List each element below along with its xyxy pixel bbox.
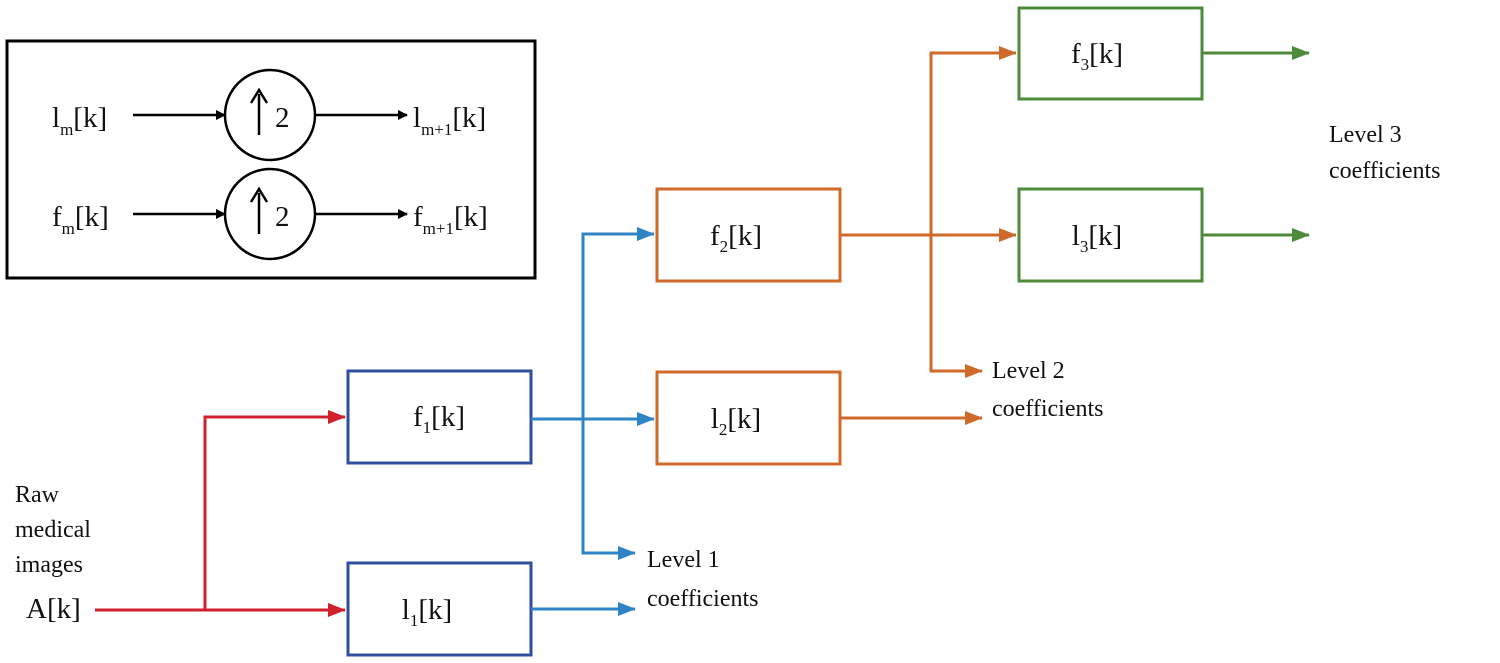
up-arrow-icon (249, 186, 269, 234)
upsample-circle-1 (223, 68, 317, 162)
up-arrow-icon (249, 87, 269, 135)
edge-f1-to-level1 (581, 419, 636, 560)
block-l3: l3[k] (1017, 187, 1204, 283)
edge-input-to-f1 (203, 410, 346, 610)
input-caption-line-1: Raw (15, 482, 60, 508)
level3-label-line-2: coefficients (1329, 158, 1441, 184)
upsample-circle-2 (223, 167, 317, 261)
block-f3-label: f3[k] (1071, 38, 1123, 74)
level2-edges (840, 46, 1017, 425)
input-edges (95, 410, 346, 617)
block-l2-label: l2[k] (711, 403, 761, 439)
legend-output-f: fm+1[k] (413, 201, 488, 238)
block-f2-frame (655, 187, 842, 283)
level3-label-line-1: Level 3 (1329, 122, 1402, 148)
legend-input-l: lm[k] (52, 102, 107, 139)
upsample-factor-2: 2 (275, 201, 290, 233)
block-l1: l1[k] (346, 561, 533, 657)
level3-edges (1202, 46, 1310, 242)
block-l1-label: l1[k] (402, 594, 452, 630)
edge-f2-to-f3 (929, 46, 1017, 235)
input-caption-line-2: medical (15, 517, 91, 543)
level1-label-line-1: Level 1 (647, 547, 720, 573)
block-f2-label: f2[k] (710, 220, 762, 256)
level2-label-line-2: coefficients (992, 396, 1104, 422)
block-f3-frame (1017, 6, 1204, 101)
block-f3: f3[k] (1017, 6, 1204, 101)
legend-input-f: fm[k] (52, 201, 109, 238)
block-f1-frame (346, 369, 533, 465)
input-signal-label: A[k] (26, 593, 81, 625)
level3-label: Level 3 coefficients (1329, 122, 1441, 184)
block-l3-label: l3[k] (1072, 220, 1122, 256)
block-f1: f1[k] (346, 369, 533, 465)
block-l2: l2[k] (655, 370, 842, 466)
edge-f1-to-f2 (581, 227, 655, 419)
level2-label: Level 2 coefficients (992, 358, 1104, 422)
upsample-factor-1: 2 (275, 102, 290, 134)
input-caption-line-3: images (15, 552, 83, 578)
legend-box: lm[k] 2 lm+1[k] fm[k] 2 fm+1[k] (5, 39, 537, 280)
input-caption: Raw medical images A[k] (15, 482, 91, 625)
level1-edges (531, 227, 655, 616)
block-f2: f2[k] (655, 187, 842, 283)
edge-f2-to-level2 (929, 235, 983, 378)
block-l1-frame (346, 561, 533, 657)
level2-label-line-1: Level 2 (992, 358, 1065, 384)
legend-output-l: lm+1[k] (413, 102, 486, 139)
block-f1-label: f1[k] (413, 401, 465, 437)
level1-label: Level 1 coefficients (647, 547, 759, 612)
level1-label-line-2: coefficients (647, 586, 759, 612)
